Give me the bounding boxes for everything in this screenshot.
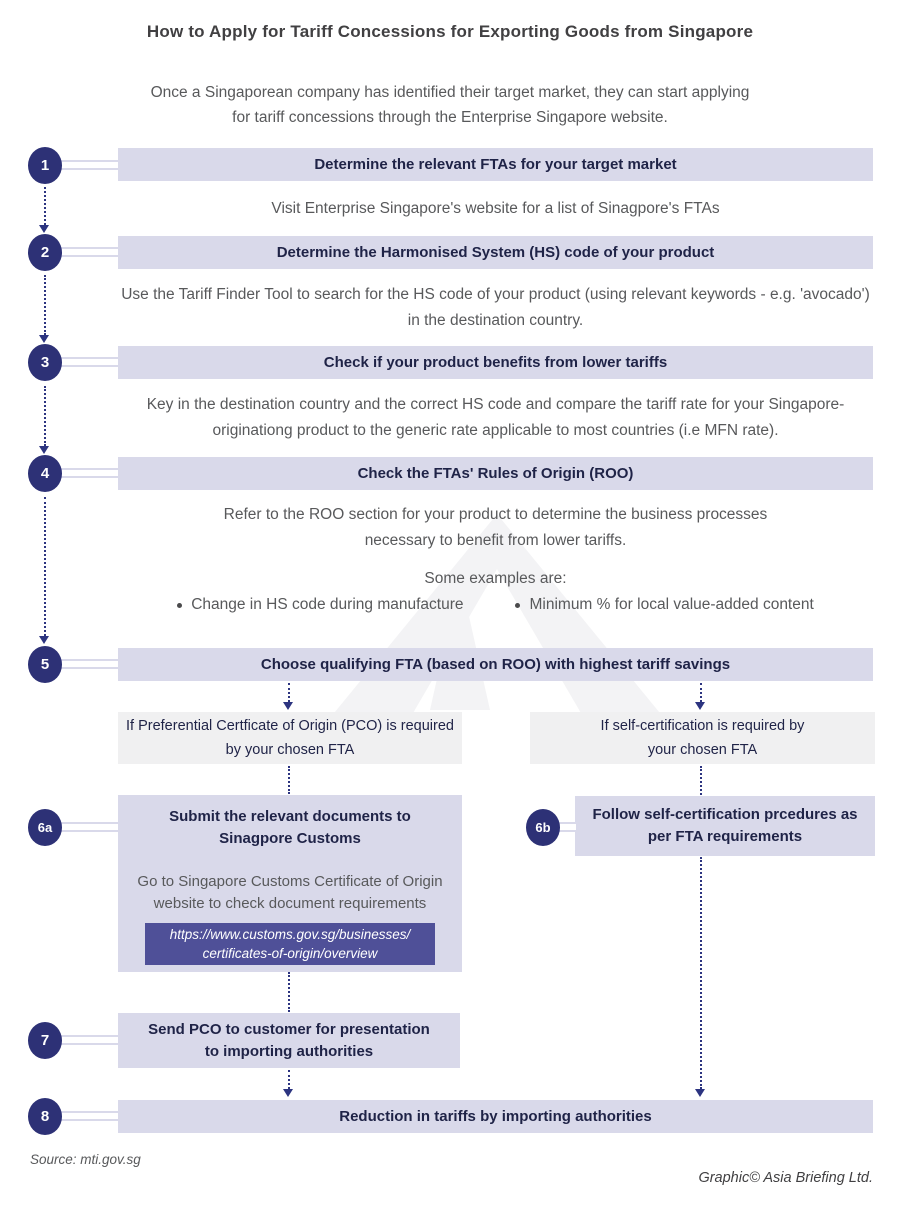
step-6b-connector [556, 822, 576, 832]
heading-line: Send PCO to customer for presentation [148, 1020, 430, 1038]
step-3-bar: Check if your product benefits from lowe… [118, 346, 873, 379]
step-3-description: Key in the destination country and the c… [108, 392, 883, 444]
condition-line: your chosen FTA [647, 742, 758, 758]
examples-row: Change in HS code during manufacture Min… [108, 596, 883, 614]
condition-line: If Preferential Certficate of Origin (PC… [126, 718, 454, 734]
description-line: necessary to benefit from lower tariffs. [364, 532, 627, 549]
step-1-description: Visit Enterprise Singapore's website for… [271, 200, 720, 217]
step-2-bar: Determine the Harmonised System (HS) cod… [118, 236, 873, 269]
graphic-credit: Graphic© Asia Briefing Ltd. [698, 1170, 873, 1186]
heading-line: to importing authorities [204, 1042, 374, 1060]
arrowhead-icon [39, 335, 49, 343]
condition-box-pco: If Preferential Certficate of Origin (PC… [118, 712, 462, 764]
description-line: Refer to the ROO section for your produc… [223, 506, 768, 523]
step-1-badge: 1 [28, 147, 62, 184]
step-7-badge: 7 [28, 1022, 62, 1059]
url-line: https://www.customs.gov.sg/businesses/ [169, 927, 411, 942]
step-5-connector [58, 659, 118, 669]
source-credit: Source: mti.gov.sg [30, 1152, 141, 1167]
step-4-description: Refer to the ROO section for your produc… [108, 502, 883, 554]
flow-arrow-line [700, 683, 702, 702]
step-1-connector [58, 160, 118, 170]
flow-arrow-line [700, 857, 702, 1089]
step-3-connector [58, 357, 118, 367]
bullet-icon [177, 602, 183, 608]
heading-line: Submit the relevant documents to [169, 808, 411, 825]
step-6a-box: Submit the relevant documents to Sinagpo… [118, 795, 462, 972]
step-2-description: Use the Tariff Finder Tool to search for… [108, 282, 883, 334]
description-line: Key in the destination country and the c… [146, 396, 845, 413]
example-text: Change in HS code during manufacture [191, 596, 464, 613]
step-1-bar: Determine the relevant FTAs for your tar… [118, 148, 873, 181]
step-6a-badge: 6a [28, 809, 62, 846]
description-line: Go to Singapore Customs Certificate of O… [137, 873, 443, 890]
step-2-badge: 2 [28, 234, 62, 271]
intro-line: Once a Singaporean company has identifie… [150, 84, 750, 101]
arrowhead-icon [695, 1089, 705, 1097]
step-6b-badge: 6b [526, 809, 560, 846]
description-line: Use the Tariff Finder Tool to search for… [121, 286, 870, 303]
step-4-badge: 4 [28, 455, 62, 492]
step-7-box: Send PCO to customer for presentation to… [118, 1013, 460, 1068]
condition-line: If self-certification is required by [600, 718, 805, 734]
arrowhead-icon [39, 636, 49, 644]
step-3-badge: 3 [28, 344, 62, 381]
intro-line: for tariff concessions through the Enter… [232, 109, 668, 126]
step-8-bar: Reduction in tariffs by importing author… [118, 1100, 873, 1133]
heading-line: Follow self-certification prcedures as [592, 806, 858, 823]
example-item: Minimum % for local value-added content [515, 596, 814, 614]
step-6a-description: Go to Singapore Customs Certificate of O… [118, 871, 462, 915]
arrowhead-icon [695, 702, 705, 710]
arrowhead-icon [283, 702, 293, 710]
url-line: certificates-of-origin/overview [202, 946, 378, 961]
condition-box-self-certification: If self-certification is required by you… [530, 712, 875, 764]
condition-line: by your chosen FTA [225, 742, 355, 758]
step-8-badge: 8 [28, 1098, 62, 1135]
step-7-connector [58, 1035, 118, 1045]
flow-arrow-line [44, 187, 46, 225]
description-line: in the destination country. [407, 312, 584, 329]
flow-line [288, 766, 290, 794]
step-6a-connector [58, 822, 118, 832]
step-5-badge: 5 [28, 646, 62, 683]
step-5-bar: Choose qualifying FTA (based on ROO) wit… [118, 648, 873, 681]
customs-url-button[interactable]: https://www.customs.gov.sg/businesses/ c… [145, 923, 435, 965]
bullet-icon [515, 602, 521, 608]
arrowhead-icon [283, 1089, 293, 1097]
examples-label: Some examples are: [424, 570, 567, 587]
description-line: originationg product to the generic rate… [212, 422, 779, 439]
example-item: Change in HS code during manufacture [177, 596, 463, 614]
step-6b-box: Follow self-certification prcedures as p… [575, 796, 875, 856]
flow-arrow-line [44, 497, 46, 636]
arrowhead-icon [39, 225, 49, 233]
flow-line [700, 766, 702, 795]
step-6a-heading: Submit the relevant documents to Sinagpo… [118, 806, 462, 850]
flow-arrow-line [288, 1070, 290, 1089]
example-text: Minimum % for local value-added content [529, 596, 814, 613]
flow-arrow-line [44, 386, 46, 446]
page-title: How to Apply for Tariff Concessions for … [146, 22, 754, 41]
step-4-bar: Check the FTAs' Rules of Origin (ROO) [118, 457, 873, 490]
arrowhead-icon [39, 446, 49, 454]
heading-line: Sinagpore Customs [219, 830, 361, 847]
flow-line [288, 972, 290, 1012]
step-2-connector [58, 247, 118, 257]
step-8-connector [58, 1111, 118, 1121]
flow-arrow-line [44, 275, 46, 335]
intro-text: Once a Singaporean company has identifie… [0, 80, 900, 130]
step-4-connector [58, 468, 118, 478]
heading-line: per FTA requirements [647, 828, 803, 845]
description-line: website to check document requirements [153, 895, 427, 912]
flow-arrow-line [288, 683, 290, 702]
